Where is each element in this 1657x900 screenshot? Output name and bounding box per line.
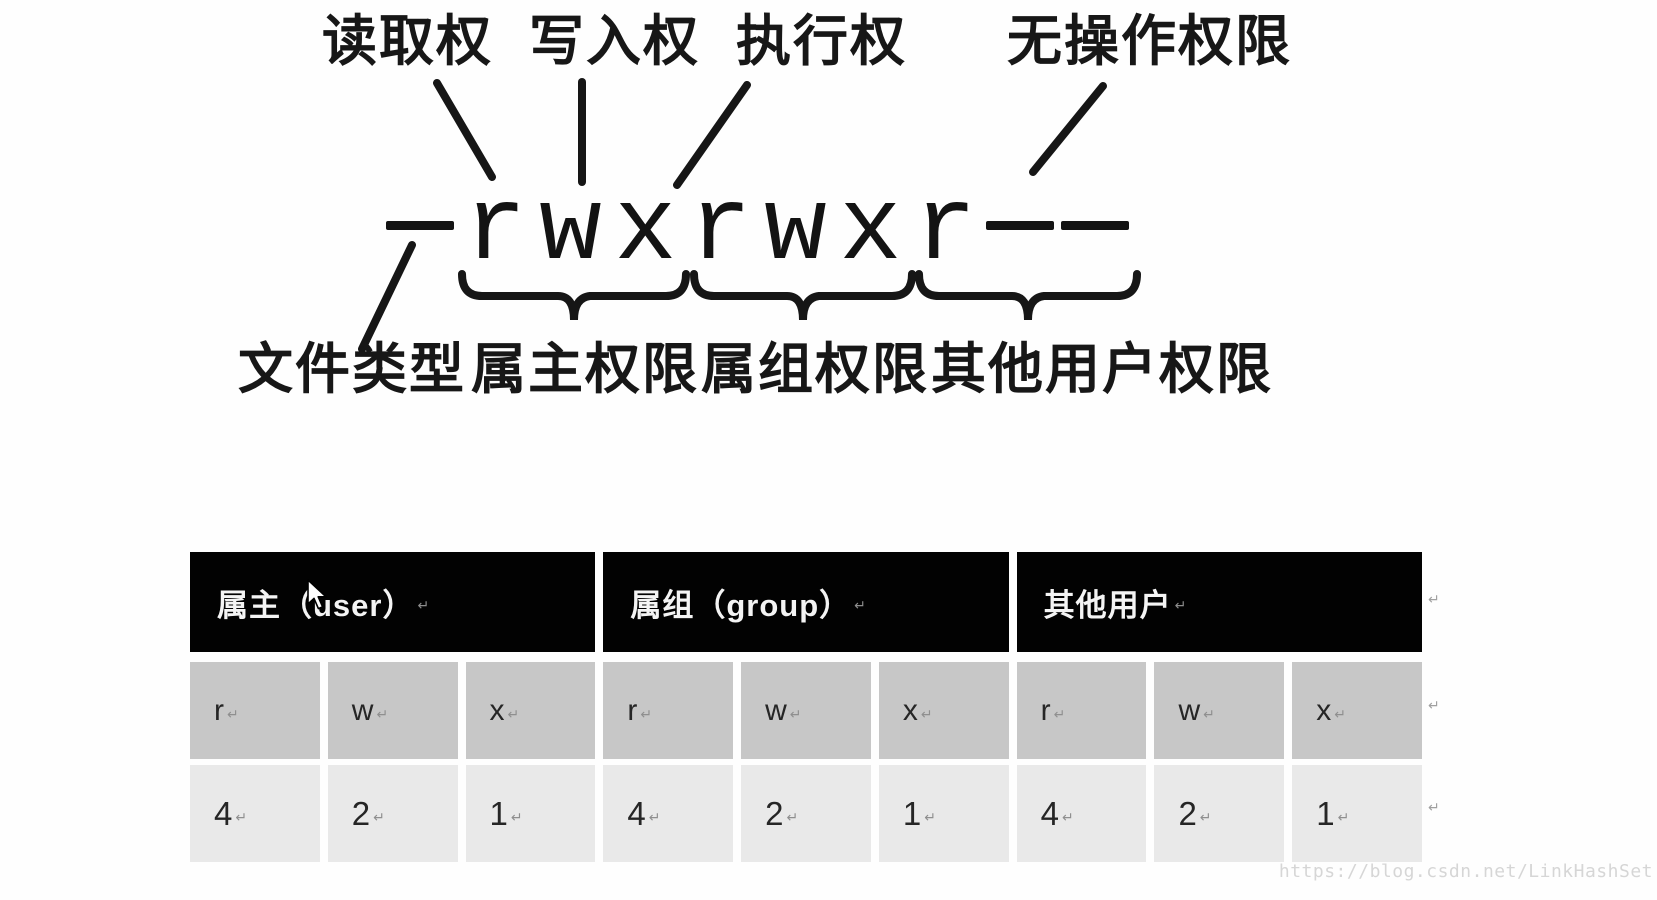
permission-char: x bbox=[839, 172, 902, 290]
permission-char: w bbox=[539, 172, 602, 290]
cell-owner-2: 2↵ bbox=[327, 765, 458, 862]
permission-char: r bbox=[914, 172, 977, 290]
row-end-mark-icon: ↵ bbox=[1428, 592, 1440, 608]
permission-char: x bbox=[614, 172, 677, 290]
return-mark-icon: ↵ bbox=[235, 809, 248, 826]
label-no-permission: 无操作权限 bbox=[1007, 11, 1293, 72]
cell-owner-1: 1↵ bbox=[465, 765, 596, 862]
header-group: 属组（group） ↵ bbox=[603, 552, 1009, 652]
cell-group-2: 2↵ bbox=[741, 765, 871, 862]
table-letters-row: r↵ w↵ x↵ r↵ w↵ x↵ r↵ w↵ x↵ bbox=[190, 662, 1422, 759]
return-mark-icon: ↵ bbox=[1334, 706, 1346, 723]
cell-group-1: 1↵ bbox=[878, 765, 1009, 862]
permission-char: r bbox=[689, 172, 752, 290]
table-values-row: 4↵ 2↵ 1↵ 4↵ 2↵ 1↵ 4↵ 2↵ 1↵ bbox=[190, 765, 1422, 862]
connector-no-permission bbox=[1029, 82, 1107, 176]
return-mark-icon: ↵ bbox=[1053, 706, 1066, 723]
return-mark-icon: ↵ bbox=[1337, 809, 1350, 826]
return-mark-icon: ↵ bbox=[786, 809, 799, 826]
label-owner-permission: 属主权限 bbox=[471, 339, 700, 400]
return-mark-icon: ↵ bbox=[920, 706, 933, 723]
row-end-mark-icon: ↵ bbox=[1428, 698, 1440, 714]
table-header-row: 属主（user） ↵ 属组（group） ↵ 其他用户 ↵ bbox=[190, 552, 1422, 652]
cell-group-4: 4↵ bbox=[603, 765, 734, 862]
cell-others-w: w↵ bbox=[1154, 662, 1285, 759]
cell-group-w: w↵ bbox=[741, 662, 871, 759]
cell-owner-r: r↵ bbox=[190, 662, 320, 759]
return-mark-icon: ↵ bbox=[507, 706, 520, 723]
return-mark-icon: ↵ bbox=[924, 809, 936, 826]
permission-char: r bbox=[464, 172, 527, 290]
return-mark-icon: ↵ bbox=[1174, 598, 1188, 614]
cell-others-2: 2↵ bbox=[1154, 765, 1285, 862]
return-mark-icon: ↵ bbox=[417, 598, 431, 614]
cell-owner-4: 4↵ bbox=[190, 765, 320, 862]
return-mark-icon: ↵ bbox=[376, 706, 389, 723]
label-group-permission: 属组权限 bbox=[701, 339, 930, 400]
label-file-type: 文件类型 bbox=[238, 339, 467, 400]
return-mark-icon: ↵ bbox=[1062, 809, 1074, 826]
cell-group-r: r↵ bbox=[603, 662, 734, 759]
return-mark-icon: ↵ bbox=[640, 706, 653, 723]
cell-others-4: 4↵ bbox=[1016, 765, 1147, 862]
header-group-text: 属组（group） bbox=[630, 587, 852, 623]
permission-char-dash bbox=[983, 179, 1058, 299]
return-mark-icon: ↵ bbox=[227, 706, 239, 723]
permissions-table: 属主（user） ↵ 属组（group） ↵ 其他用户 ↵ r↵ w↵ x↵ r… bbox=[190, 552, 1422, 862]
permission-char-dash bbox=[383, 179, 458, 299]
label-read-permission: 读取权 bbox=[322, 11, 494, 72]
label-write-permission: 写入权 bbox=[529, 11, 701, 72]
header-other-users: 其他用户 ↵ bbox=[1016, 552, 1422, 652]
return-mark-icon: ↵ bbox=[854, 598, 867, 614]
connector-execute bbox=[673, 81, 751, 189]
permission-char-dash bbox=[1058, 179, 1133, 299]
header-other-users-text: 其他用户 bbox=[1043, 587, 1172, 623]
mouse-cursor-icon bbox=[307, 579, 327, 610]
label-execute-permission: 执行权 bbox=[736, 11, 908, 72]
row-end-mark-icon: ↵ bbox=[1428, 800, 1440, 816]
cell-others-r: r↵ bbox=[1016, 662, 1147, 759]
cell-owner-w: w↵ bbox=[327, 662, 458, 759]
cell-others-1: 1↵ bbox=[1292, 765, 1422, 862]
header-owner-user: 属主（user） ↵ bbox=[190, 552, 596, 652]
return-mark-icon: ↵ bbox=[510, 809, 523, 826]
cell-owner-x: x↵ bbox=[465, 662, 596, 759]
return-mark-icon: ↵ bbox=[373, 809, 385, 826]
cell-group-x: x↵ bbox=[878, 662, 1009, 759]
watermark-url: https://blog.csdn.net/LinkHashSet bbox=[1278, 861, 1653, 882]
return-mark-icon: ↵ bbox=[1199, 809, 1212, 826]
cell-others-x: x↵ bbox=[1292, 662, 1422, 759]
return-mark-icon: ↵ bbox=[1203, 706, 1215, 723]
connector-read bbox=[433, 79, 496, 181]
permission-char: w bbox=[764, 172, 827, 290]
return-mark-icon: ↵ bbox=[648, 809, 661, 826]
return-mark-icon: ↵ bbox=[789, 706, 802, 723]
label-other-users-permission: 其他用户权限 bbox=[931, 339, 1274, 400]
